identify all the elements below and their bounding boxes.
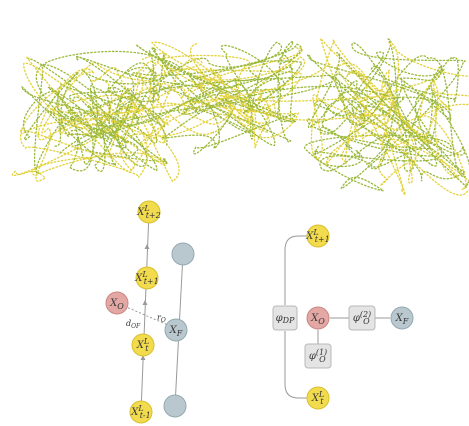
trajectory-strand [307, 51, 469, 188]
trajectory-strand [59, 81, 331, 154]
edge-chain-left [140, 211, 150, 413]
trajectory-strand [135, 43, 303, 147]
trajectory-strand [33, 50, 175, 174]
trajectory-strand [139, 41, 305, 145]
node-x-t-minus-1 [129, 400, 153, 424]
trajectory-strand [26, 57, 169, 172]
trajectory-strand [94, 83, 221, 127]
node-x-f-bottom [163, 394, 187, 418]
trajectory-strand [94, 112, 221, 137]
trajectory-strand [310, 38, 469, 196]
trajectory-strand [19, 52, 170, 178]
node-x-f [390, 306, 414, 330]
node-x-o [105, 291, 129, 315]
edge-top-to-dp [284, 235, 316, 305]
label-phi-o-1: φ(1)O [309, 348, 327, 364]
trajectory-strand [219, 88, 391, 121]
factor-phi-dp [272, 305, 298, 331]
trajectory-strand [59, 63, 331, 134]
arrowhead-up [142, 300, 148, 305]
arrowhead-up [140, 355, 146, 360]
label-edge-r: rO [157, 313, 166, 324]
label-edge-d: dOF [126, 319, 141, 330]
edge-dp-to-bot [284, 331, 316, 399]
factor-phi-o-1 [304, 343, 332, 369]
trajectory-strand [59, 74, 331, 130]
trajectory-strand [306, 54, 466, 182]
node-x-t [306, 386, 330, 410]
trajectory-strand [20, 62, 171, 173]
label-x-f: XF [169, 325, 183, 338]
trajectory-strand [219, 95, 391, 102]
trajectory-strand [94, 86, 221, 137]
node-x-t-plus-1 [306, 224, 330, 248]
label-x-o: XO [310, 313, 325, 326]
node-x-t [131, 333, 155, 357]
label-phi-dp: φDP [276, 313, 295, 325]
node-x-t-plus-2 [137, 200, 161, 224]
arrowhead-up [144, 244, 150, 249]
node-x-t-plus-1 [135, 266, 159, 290]
edge-xo-xf [116, 302, 176, 329]
label-phi-o-2: φ(2)O [353, 310, 371, 326]
label-x-o: XO [109, 298, 124, 311]
node-x-f-top [171, 242, 195, 266]
trajectory-strand [304, 38, 466, 192]
tangled-trajectory [11, 38, 469, 196]
trajectory-strand [325, 42, 469, 195]
trajectory-strand [219, 85, 391, 105]
factor-phi-o-2 [348, 305, 376, 331]
node-x-f [164, 318, 188, 342]
label-x-f: XF [395, 313, 409, 326]
node-x-o [306, 306, 330, 330]
